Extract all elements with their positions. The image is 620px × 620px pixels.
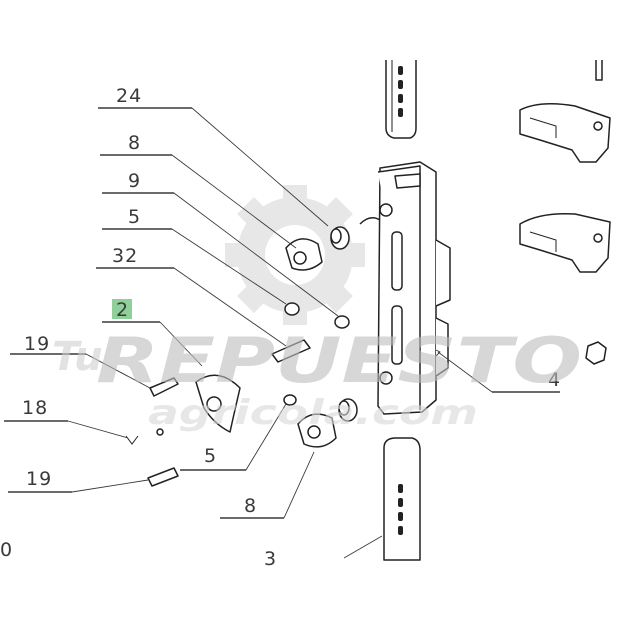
callout-24a: 24 [116,85,142,107]
watermark-brand: REPUESTO [96,324,582,397]
callout-19a: 19 [24,333,50,355]
nut-9 [334,315,350,329]
roller-bushing-upper [330,226,350,250]
pin-19b [147,467,179,487]
nut-5b [283,394,297,406]
watermark-domain: agricola.com [148,393,478,433]
perforated-bar-bottom [383,437,421,561]
clip-18 [125,428,164,445]
callout-2: 2 [116,299,128,321]
perforated-bar-top [385,60,417,139]
bracket-upper [519,60,611,163]
callout-19b: 19 [26,468,52,490]
callout-lines [4,107,560,519]
callout-0: 0 [0,539,13,561]
callout-32: 32 [112,245,138,267]
roller-upper [285,238,323,271]
watermark-script: Tu [52,334,103,380]
callout-9: 9 [128,170,141,192]
callout-2-highlight [112,299,132,319]
nut-right [585,341,607,365]
callout-5b: 5 [204,445,217,467]
column-assembly [359,161,451,415]
roller-lower [297,413,337,448]
roller-bushing-lower [338,398,358,422]
bracket-lower [519,212,611,273]
leader-lines [67,107,493,559]
watermark: Tu REPUESTO agricola.com [52,324,582,433]
callout-3: 3 [264,548,277,570]
callout-8a: 8 [128,132,141,154]
pin-19a [149,377,179,397]
callout-8b: 8 [244,495,257,517]
callout-5a: 5 [128,206,141,228]
callout-18: 18 [22,397,48,419]
pin-32 [271,339,311,363]
callout-labels: 24 8 9 5 32 2 19 18 5 19 8 4 3 0 [0,85,561,570]
nut-5a [284,302,300,316]
callout-4: 4 [548,369,561,391]
link-plate-2 [195,374,241,433]
